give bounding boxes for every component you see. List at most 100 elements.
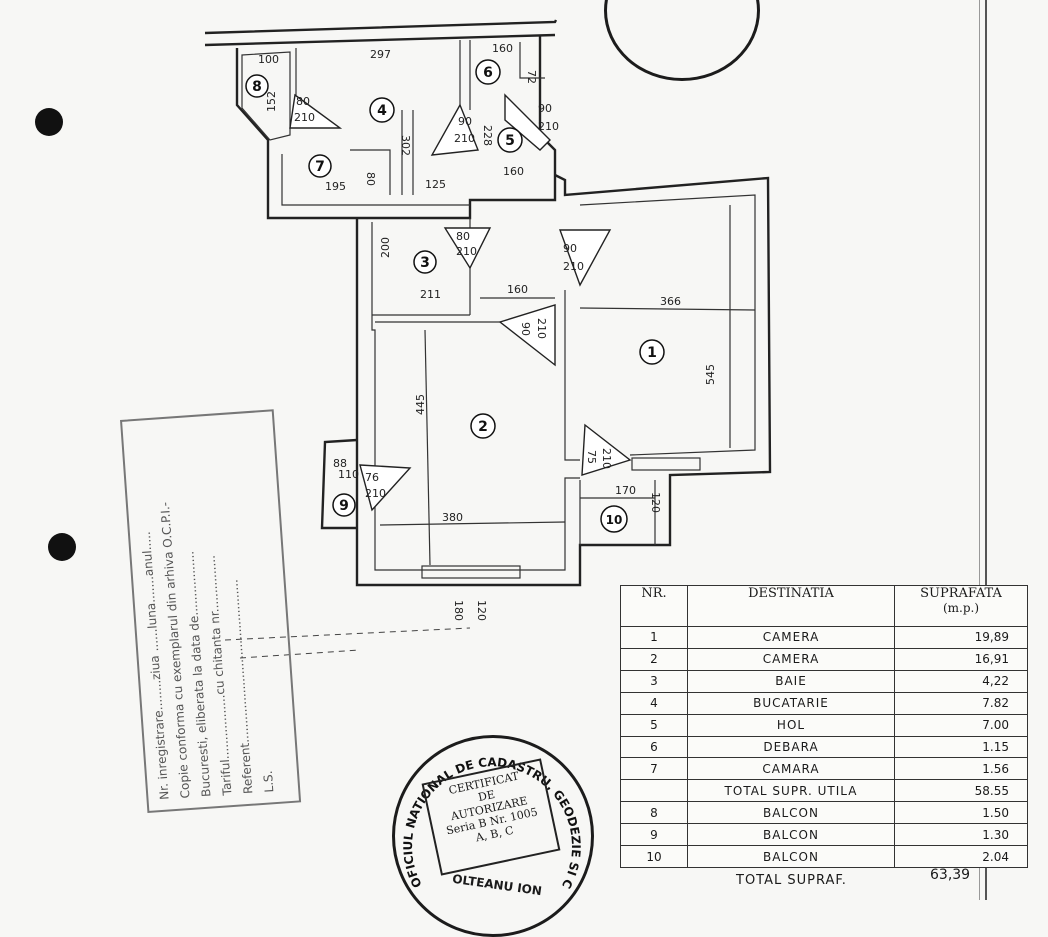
door [359,464,412,512]
col-suprafata: SUPRAFATA (m.p.) [894,585,1028,627]
room-7-marker [308,154,332,178]
dim-label: 88 [333,457,347,470]
total-surface-label: TOTAL SUPRAF. [736,873,847,888]
cell-dest: BALCON [687,801,895,825]
dim-label: 80 [364,172,377,186]
door-width: 80 [456,230,470,243]
door-width: 80 [296,95,310,108]
cell-val: 7.00 [894,713,1028,737]
room-8-label: 8 [252,79,262,95]
room-7-label: 7 [315,159,325,175]
balcony-8 [241,51,291,141]
upper-block-outline [235,35,557,220]
room-1-label: 1 [647,345,657,361]
inner-wall [371,222,580,571]
cell-nr: 1 [620,626,688,649]
door-width: 76 [365,471,379,484]
balcony-9 [320,438,358,530]
cell-nr: 7 [620,757,688,781]
cell-dest: BALCON [687,823,895,847]
door [430,103,479,156]
door-height: 210 [454,132,475,145]
door [289,93,343,129]
door-width: 90 [563,242,577,255]
room-9-label: 9 [339,498,349,514]
cell-val: 2.04 [894,845,1028,868]
dim-label: 152 [265,91,278,112]
room-6-marker [475,59,501,85]
dim-label: 120 [475,600,488,621]
dim-label: 545 [704,364,717,385]
room-4-marker [369,97,395,123]
room7-wall [281,154,470,206]
room-5-label: 5 [505,133,515,149]
room-3-marker [413,250,437,274]
room-4-label: 4 [377,103,387,119]
dim-label: 125 [425,178,446,191]
dim-label: 160 [492,42,513,55]
top-wall-inner [204,33,556,47]
room-8-marker [245,74,269,98]
room-5-marker [497,127,523,153]
door [504,93,551,151]
main-outline [355,173,772,587]
dim-label: 445 [414,394,427,415]
page-edge-line [979,0,980,900]
dim-label: 211 [420,288,441,301]
col-destinatia: DESTINATIA [687,585,895,627]
table-header-row: NR. DESTINATIA SUPRAFATA (m.p.) [620,585,1028,627]
room-2-marker [470,413,496,439]
cell-nr: 3 [620,669,688,693]
floor-plan: 8 4 6 5 7 3 1 2 9 10 100 297 160 72 152 … [204,19,772,659]
registration-stamp: Nr. inregistrare........ziua ......luna.… [120,409,302,814]
dim-label: 160 [503,165,524,178]
door-height: 210 [600,448,613,469]
room-6-label: 6 [483,65,493,81]
punch-hole [35,108,63,136]
dim-label: 100 [258,53,279,66]
door [443,227,492,270]
cell-val: 19,89 [894,626,1028,649]
dim-label: 380 [442,511,463,524]
door-height: 210 [365,487,386,500]
cell-nr: 5 [620,713,688,737]
col-suprafata-label: SUPRAFATA [920,586,1002,601]
cell-nr: 10 [620,845,688,868]
cell-val: 1.30 [894,823,1028,847]
window [631,457,701,471]
cell-dest: CAMERA [687,647,895,671]
cell-nr: 4 [620,691,688,715]
dim-label: 366 [660,295,681,308]
room-3-label: 3 [420,255,430,271]
dim-label: 160 [507,283,528,296]
top-wall [204,19,558,35]
dim-label: 228 [481,125,494,146]
dim-line [424,329,431,566]
cell-dest: BALCON [687,845,895,868]
room-10-marker [600,505,628,533]
cell-dest: TOTAL SUPR. UTILA [687,779,895,803]
dim-label: 302 [399,135,412,156]
cell-dest: BAIE [687,669,895,693]
dim-label: 297 [370,48,391,61]
dim-label: 170 [615,484,636,497]
col-nr: NR. [620,585,688,627]
cell-val: 1.56 [894,757,1028,781]
dashed-line [224,627,471,659]
room1-inner [579,194,756,456]
door-height: 210 [294,111,315,124]
balcony-10 [579,480,656,545]
cell-val: 1.50 [894,801,1028,825]
cell-val: 7.82 [894,691,1028,715]
cell-nr: 2 [620,647,688,671]
col-unit-label: (m.p.) [942,601,980,615]
